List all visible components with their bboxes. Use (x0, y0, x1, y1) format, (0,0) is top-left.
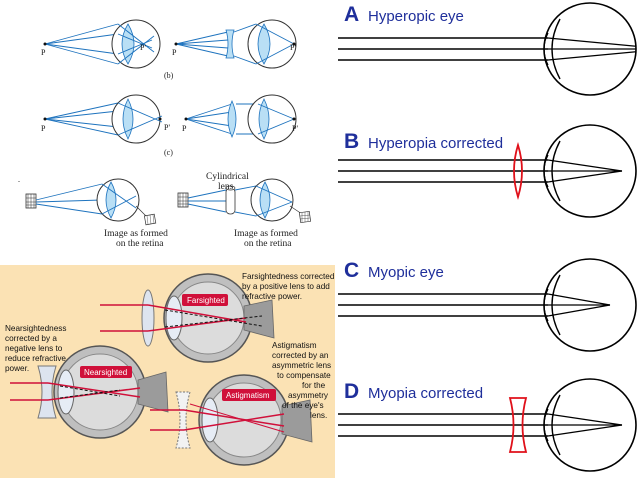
caption-b: (b) (164, 71, 174, 80)
cyl-line1: Cylindrical (206, 172, 249, 182)
astigmatism-eye: Astigmatism (150, 374, 313, 466)
point-p-prime-label-3: P' (164, 123, 170, 132)
textbook-figure: P P' P P' (b) (18, 19, 312, 249)
image-formed2-line1: Image as formed (234, 228, 298, 239)
ast-note-6: asymmetry (288, 391, 329, 400)
refracted-ray (547, 424, 623, 437)
panel-title: Myopia corrected (368, 385, 483, 402)
ast-note-2: corrected by an (272, 351, 329, 360)
dot-mark: . (18, 175, 20, 184)
near-note-1: Nearsightedness (5, 324, 66, 333)
refracted-ray (547, 413, 623, 426)
convex-lens (513, 141, 523, 201)
refracted-ray (547, 293, 611, 306)
astigmatism-label: Astigmatism (226, 391, 270, 400)
ast-note-5: for the (302, 381, 326, 390)
point-p-label-4: P (182, 124, 187, 133)
panel-title: Hyperopic eye (368, 8, 464, 25)
panel-letter: D (344, 380, 359, 403)
near-note-3: negative lens to (5, 344, 63, 353)
nearsighted-label: Nearsighted (84, 368, 127, 377)
panel-letter: B (344, 130, 359, 153)
ast-note-1: Astigmatism (272, 341, 317, 350)
diagram-b-left: P P' (41, 19, 161, 69)
panel-title: Myopic eye (368, 264, 444, 281)
point-p-label-2: P (172, 48, 177, 57)
near-note-4: reduce refractive (5, 354, 66, 363)
panel-a: A Hyperopic eye (338, 2, 637, 96)
diagram-b-right: P P' (172, 19, 297, 69)
panel-title: Hyperopia corrected (368, 135, 503, 152)
panel-c: C Myopic eye (338, 258, 637, 352)
point-p-label: P (41, 48, 46, 57)
ast-note-7: of the eye's (282, 401, 324, 410)
correction-illustration: Farsighted Nearsighted (0, 265, 337, 478)
refracted-ray (547, 51, 637, 61)
refracted-ray (547, 304, 611, 317)
refracted-ray (547, 37, 637, 47)
nearsighted-eye: Nearsighted (10, 345, 169, 439)
point-p-label-3: P (41, 124, 46, 133)
ast-note-4: to compensate (277, 371, 331, 380)
panel-d: D Myopia corrected (338, 378, 637, 472)
panel-b: B Hyperopia corrected (338, 124, 637, 218)
point-p-prime-label-4: P' (292, 124, 298, 133)
positive-lens (141, 289, 155, 347)
farsighted-label: Farsighted (187, 296, 225, 305)
nearsighted-note: Nearsightedness corrected by a negative … (5, 324, 69, 373)
near-note-5: power. (5, 364, 29, 373)
ast-note-3: asymmetric lens (272, 361, 331, 370)
diagram-c-right: P P' (182, 94, 298, 144)
panel-letter: C (344, 259, 359, 282)
near-note-2: corrected by a (5, 334, 57, 343)
farsighted-eye: Farsighted (100, 273, 275, 363)
panel-letter: A (344, 3, 359, 26)
farsighted-note: Farsightedness corrected by a positive l… (242, 272, 337, 301)
ast-note-8: lens. (310, 411, 327, 420)
cyl-line2: lens (218, 182, 234, 192)
far-note-2: by a positive lens to add (242, 282, 330, 291)
image-formed2-line2: on the retina (244, 239, 292, 249)
astigmatism-note: Astigmatism corrected by an asymmetric l… (272, 341, 333, 420)
point-p-prime-label: P' (140, 43, 146, 52)
diagram-c-left: P P' (41, 94, 170, 144)
concave-lens (508, 397, 528, 453)
image-formed-line2: on the retina (116, 239, 164, 249)
refracted-ray (547, 159, 623, 172)
caption-c: (c) (164, 148, 173, 157)
far-note-1: Farsightedness corrected (242, 272, 335, 281)
far-note-3: refractive power. (242, 292, 302, 301)
point-p-prime-label-2: P' (290, 43, 296, 52)
image-formed-line1: Image as formed (104, 228, 168, 239)
asymmetric-lens (175, 391, 191, 449)
refracted-ray (547, 170, 623, 183)
